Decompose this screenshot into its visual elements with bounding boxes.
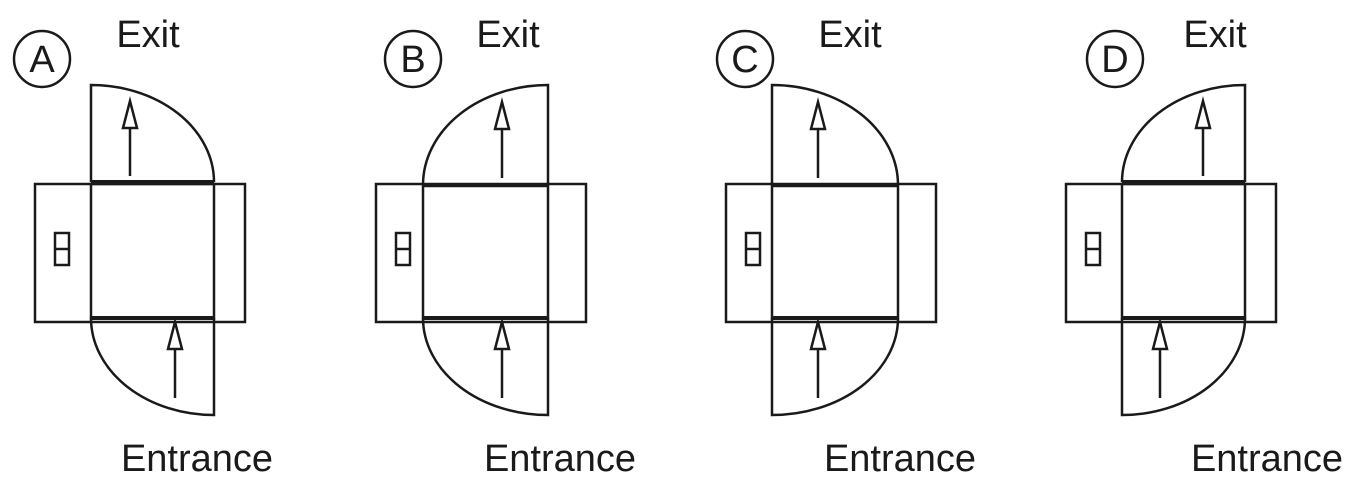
exit-swing-wing	[89, 83, 216, 183]
badge-circle	[12, 29, 72, 89]
exit-label: Exit	[1183, 14, 1247, 56]
exit-swing-wing	[1120, 83, 1247, 183]
badge-letter: D	[1101, 39, 1128, 81]
exit-arrow-icon	[493, 97, 511, 131]
door-panel	[770, 184, 900, 320]
panel-d: D Exit Entrance	[1064, 14, 1343, 480]
entrance-arrow-icon	[1151, 317, 1169, 351]
exit-label: Exit	[116, 14, 180, 56]
exit-arrow-icon	[121, 96, 139, 130]
badge-letter: B	[400, 39, 425, 81]
entrance-label: Entrance	[121, 438, 273, 480]
panel-a: A Exit Entrance	[12, 14, 273, 480]
entrance-swing-wing	[770, 317, 900, 417]
entrance-arrow-icon	[166, 317, 184, 351]
badge-circle	[383, 29, 443, 89]
exit-label: Exit	[818, 14, 882, 56]
door-panel	[89, 182, 216, 320]
badge-letter: C	[731, 39, 758, 81]
panel-b: B Exit Entrance	[374, 14, 636, 480]
exit-swing-wing	[421, 83, 550, 186]
frame-outer	[374, 182, 588, 324]
exit-arrow-icon	[809, 97, 827, 131]
exit-swing-wing	[770, 83, 900, 186]
entrance-swing-wing	[421, 317, 550, 417]
door-panel	[1120, 182, 1247, 320]
badge-circle	[1085, 29, 1145, 89]
entrance-label: Entrance	[1191, 438, 1343, 480]
frame-outer	[724, 182, 938, 324]
entrance-swing-wing	[89, 317, 216, 417]
entrance-label: Entrance	[484, 438, 636, 480]
exit-label: Exit	[476, 14, 540, 56]
door-panel	[421, 184, 550, 320]
entrance-label: Entrance	[824, 438, 976, 480]
entrance-swing-wing	[1120, 317, 1247, 417]
badge-circle	[715, 29, 775, 89]
entrance-arrow-icon	[809, 317, 827, 351]
exit-arrow-icon	[1194, 96, 1212, 130]
entrance-arrow-icon	[493, 317, 511, 351]
badge-letter: A	[29, 39, 55, 81]
panel-c: C Exit Entrance	[715, 14, 976, 480]
